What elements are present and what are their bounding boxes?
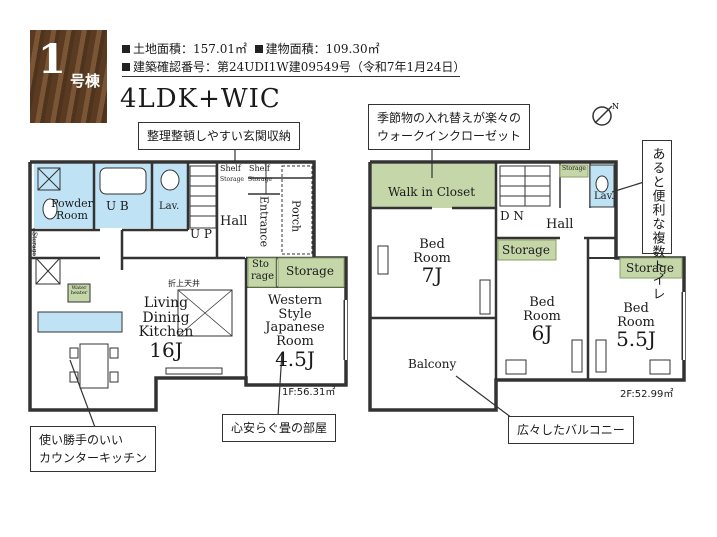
porch-label: Porch: [289, 200, 303, 233]
entrance-label: Entrance: [257, 196, 271, 248]
ldk-line-1: Living: [143, 295, 189, 311]
storage-small-1: Storage: [220, 176, 244, 183]
bed3-line-1: Bed: [623, 301, 649, 316]
building-suffix: 号棟: [70, 72, 101, 90]
storage-label-2f-right: Storage: [626, 261, 674, 275]
land-area: 土地面積：157.01㎡: [133, 42, 247, 56]
callout-lines: [69, 146, 645, 431]
lav-label-2f: Lav.: [594, 191, 615, 202]
callout-entrance-storage: 整理整頓しやすい玄関収納: [138, 122, 300, 150]
ldk-line-2: Dining: [142, 309, 190, 326]
dn-label: D N: [500, 209, 524, 223]
callout-wic-line-1: 季節物の入れ替えが楽々の: [377, 111, 522, 125]
jp-line-3: Japanese: [265, 320, 325, 336]
ceiling-label: 折上天井: [168, 279, 200, 288]
floor2-stairs: [499, 165, 551, 207]
jp-line-2: Style: [278, 306, 312, 322]
floor2-outer-wall: [368, 160, 686, 412]
floor1-outer-wall: [28, 160, 348, 412]
bedroom-55-label: Bed Room 5.5J: [606, 302, 666, 350]
floor2-area: 2F:52.99㎡: [620, 389, 674, 400]
balcony-label: Balcony: [408, 357, 457, 371]
callout-tatami-room: 心安らぐ畳の部屋: [222, 414, 337, 442]
building-number: 1: [38, 36, 66, 83]
bed1-line-1: Bed: [419, 237, 445, 252]
sto-rage-box: [247, 257, 277, 288]
shelf-label-2: Shelf: [249, 164, 270, 173]
bed3-line-2: Room: [617, 314, 655, 330]
bullet-square-icon: [254, 45, 263, 53]
svg-text:N: N: [612, 102, 619, 111]
callout-walk-in-closet: 季節物の入れ替えが楽々の ウォークインクローゼット: [368, 104, 531, 150]
bullet-square-icon: [122, 63, 130, 71]
storage-box-2f-mid: [497, 239, 557, 261]
powder-room-label: Powder Room: [51, 197, 93, 222]
shelf-label-1: Shelf: [220, 164, 241, 173]
bedroom-6-label: Bed Room 6J: [512, 296, 572, 344]
header-rule: [122, 76, 460, 77]
callout-wic-line-2: ウォークインクローゼット: [377, 129, 522, 143]
water-heater-label: Water heater: [70, 285, 88, 297]
floor2-plan: [368, 160, 686, 412]
layout-type: 4LDK+WIC: [120, 84, 281, 114]
bed2-size: 6J: [531, 321, 553, 346]
storage-label-1f: Storage: [286, 264, 334, 278]
storage-small-2: Storage: [248, 176, 272, 183]
building-area: 建物面積：109.30㎡: [265, 42, 380, 56]
ub-label: U B: [106, 199, 129, 213]
wic-fill: [372, 164, 496, 208]
bed3-size: 5.5J: [616, 327, 656, 352]
permit-number: 建築確認番号：第24UDI1W建09549号（令和7年1月24日）: [133, 60, 466, 74]
storage-side-label: Storage: [30, 232, 38, 256]
kitchen-counter: [37, 311, 123, 333]
bed2-line-1: Bed: [529, 295, 555, 310]
jp-line-1: Western: [267, 293, 323, 308]
floor1-stairs: [189, 165, 217, 229]
hall-label-2f: Hall: [546, 217, 574, 232]
bed1-size: 7J: [421, 263, 443, 288]
bed1-line-2: Room: [413, 250, 451, 266]
lav-label-1f: Lav.: [159, 201, 180, 212]
up-label: U P: [190, 227, 213, 241]
rage-label: rage: [251, 271, 275, 282]
bed2-line-2: Room: [523, 308, 561, 324]
permit-info-line: 建築確認番号：第24UDI1W建09549号（令和7年1月24日）: [122, 58, 465, 75]
water-heater-unit: [67, 283, 91, 303]
ldk-label: Living Dining Kitchen 16J: [136, 296, 196, 361]
callout-kitchen-line-2: カウンターキッチン: [39, 451, 148, 465]
floor1-area: 1F:56.31㎡: [282, 387, 336, 398]
storage-label-2f-mid: Storage: [502, 243, 550, 257]
ldk-size: 16J: [149, 338, 183, 363]
building-number-badge: 1 号棟: [30, 30, 107, 123]
japanese-room-label: Western Style Japanese Room 4.5J: [256, 294, 334, 370]
bedroom-7-label: Bed Room 7J: [402, 238, 462, 286]
ldk-line-3: Kitchen: [138, 324, 194, 341]
jp-line-4: Room: [276, 333, 314, 349]
callout-balcony: 広々したバルコニー: [508, 416, 634, 444]
storage-box-1f: [277, 257, 345, 288]
sto-label: Sto: [252, 259, 269, 270]
floor1-plan: [28, 160, 348, 412]
wic-label: Walk in Closet: [388, 185, 476, 199]
compass-icon: N: [592, 102, 619, 126]
hall-label-1f: Hall: [220, 214, 248, 229]
storage-small-2f: Storage: [562, 165, 586, 172]
bullet-square-icon: [122, 45, 130, 53]
callout-counter-kitchen: 使い勝手のいい カウンターキッチン: [30, 426, 157, 472]
jp-size: 4.5J: [275, 346, 315, 371]
storage-box-2f-right: [619, 257, 683, 279]
area-info-line: 土地面積：157.01㎡ 建物面積：109.30㎡: [122, 40, 380, 57]
callout-toilets: あると便利な複数トイレ: [642, 140, 672, 301]
callout-kitchen-line-1: 使い勝手のいい: [39, 433, 124, 447]
